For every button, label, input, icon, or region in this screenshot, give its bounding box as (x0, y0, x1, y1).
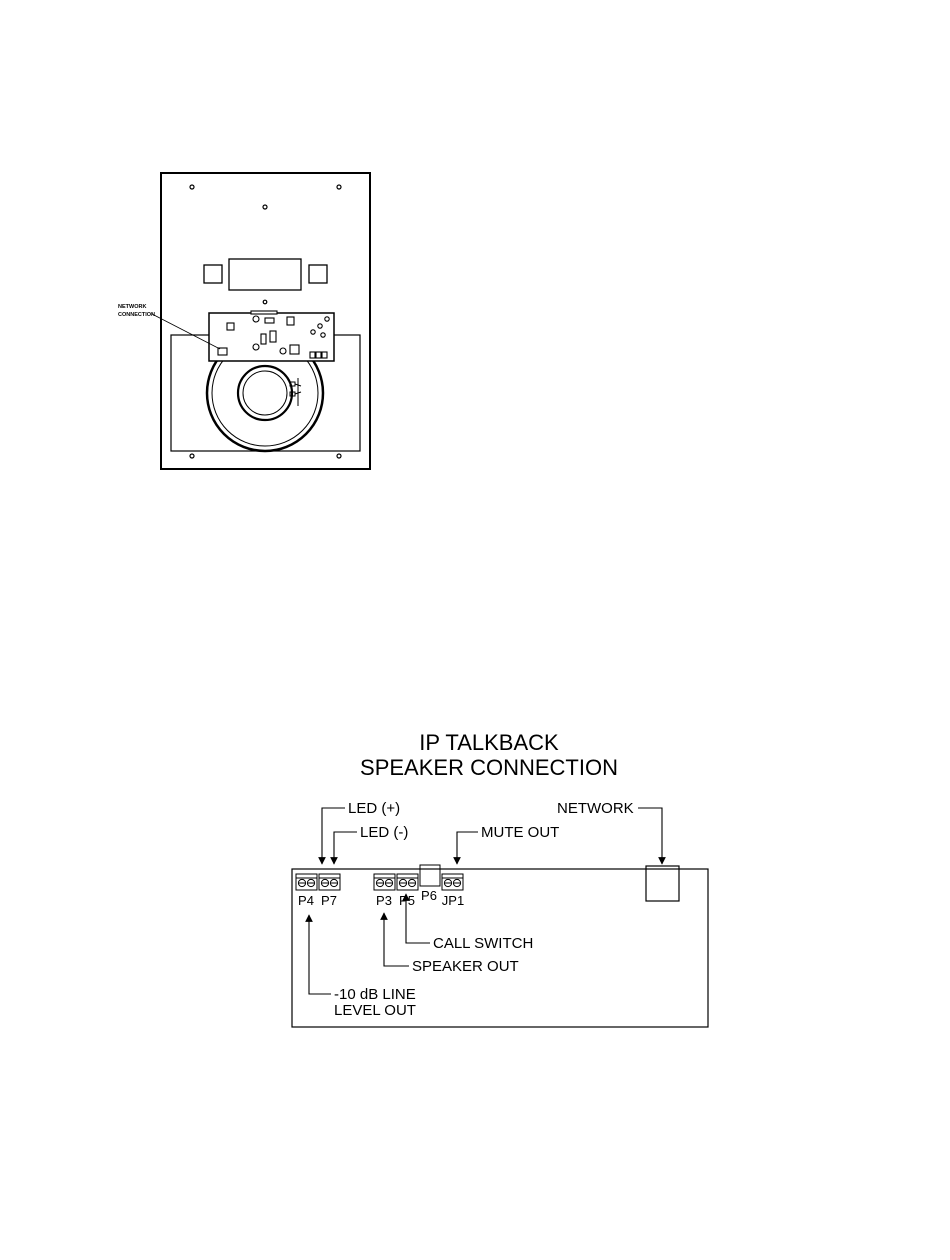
callout-line-level-2: LEVEL OUT (334, 1002, 416, 1019)
connector-label-p7: P7 (321, 893, 337, 908)
terminal-p7 (319, 874, 340, 890)
terminal-jp1 (442, 874, 463, 890)
connector-label-jp1: JP1 (442, 893, 464, 908)
terminal-p4 (296, 874, 317, 890)
callout-mute-out: MUTE OUT (481, 824, 559, 841)
connector-label-p6: P6 (421, 888, 437, 903)
callout-network: NETWORK (557, 800, 634, 817)
callout-speaker-out: SPEAKER OUT (412, 958, 519, 975)
callout-line-level-1: -10 dB LINE (334, 986, 416, 1003)
connector-label-p5: P5 (399, 893, 415, 908)
callout-led-minus: LED (-) (360, 824, 408, 841)
callout-led-plus: LED (+) (348, 800, 400, 817)
callout-call-switch: CALL SWITCH (433, 935, 533, 952)
label-plate (229, 259, 301, 290)
connector-p6 (420, 865, 440, 886)
network-connection-label-line1: NETWORK (118, 304, 146, 310)
circuit-board (209, 311, 334, 361)
network-jack (646, 866, 679, 901)
left-square (204, 265, 222, 283)
connector-label-p3: P3 (376, 893, 392, 908)
speaker-baffle-figure: NETWORK CONNECTION (118, 173, 370, 469)
network-connection-label-line2: CONNECTION (118, 312, 155, 318)
terminal-p3 (374, 874, 395, 890)
terminal-p5 (397, 874, 418, 890)
connector-label-p4: P4 (298, 893, 314, 908)
diagram-title-line1: IP TALKBACK (419, 730, 559, 755)
right-square (309, 265, 327, 283)
connection-diagram: IP TALKBACK SPEAKER CONNECTION (292, 730, 708, 1027)
diagram-title-line2: SPEAKER CONNECTION (360, 755, 618, 780)
